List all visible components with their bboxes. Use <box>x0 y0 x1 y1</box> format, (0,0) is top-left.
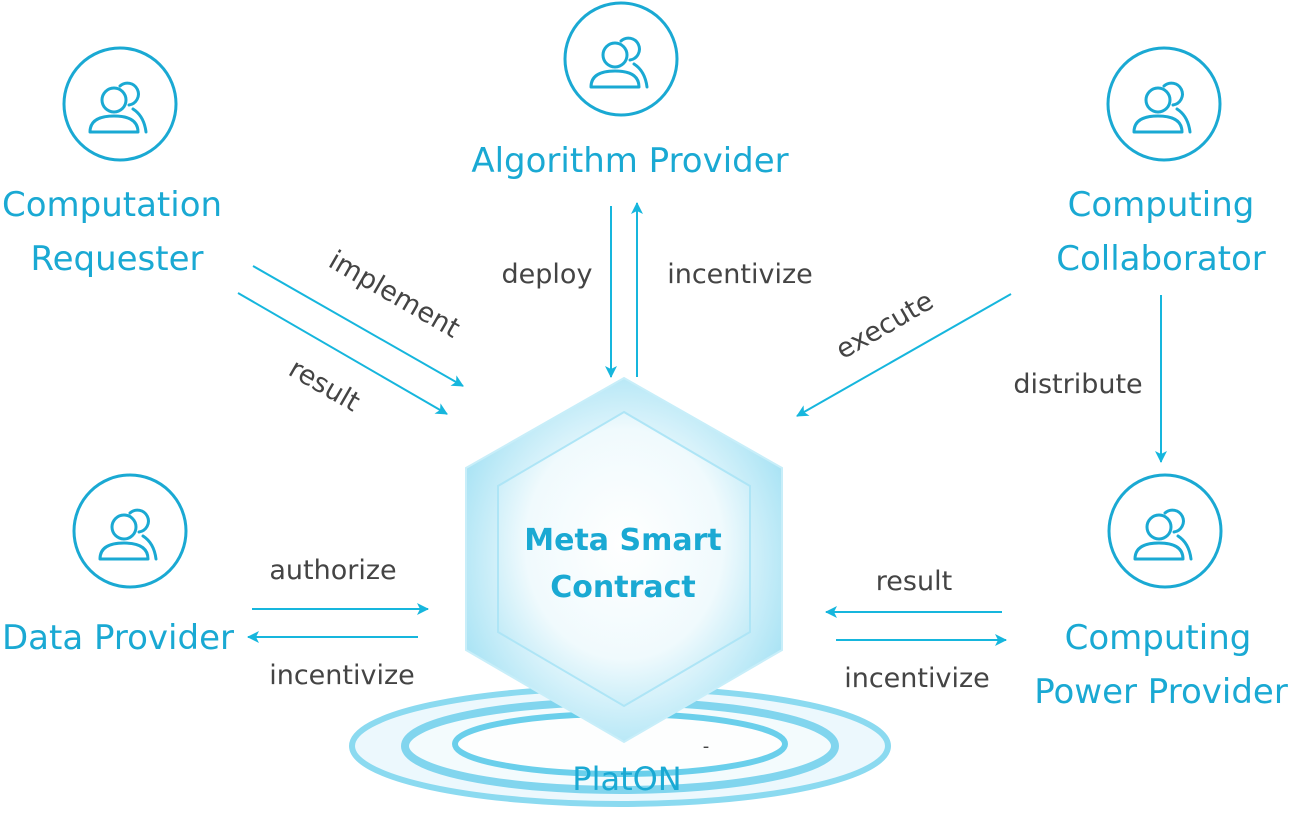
data-provider-user-icon <box>72 473 188 589</box>
result-label-requester: result <box>283 353 365 418</box>
icon-ring <box>1106 46 1222 162</box>
icon-front-body <box>98 541 150 561</box>
algorithm-provider-label: Algorithm Provider <box>471 141 788 181</box>
incentivize-label-power: incentivize <box>844 663 990 694</box>
deploy-label: deploy <box>502 259 593 290</box>
incentivize-label-data: incentivize <box>269 660 415 691</box>
icon-ring <box>1107 473 1223 589</box>
icon-back-head <box>1162 81 1184 107</box>
result-label-power: result <box>876 566 952 597</box>
meta-smart-contract-hexagon <box>465 376 783 744</box>
computing-power-provider-user-icon <box>1107 473 1223 589</box>
computing-collaborator-user-icon <box>1106 46 1222 162</box>
icon-front-body <box>589 69 641 89</box>
icon-ring <box>62 46 178 162</box>
icon-back-shoulder <box>1175 107 1192 134</box>
incentivize-label-algorithm: incentivize <box>667 259 813 290</box>
icon-back-shoulder <box>141 534 158 561</box>
center-label-line2: Contract <box>550 570 696 605</box>
computing-collaborator-label-line2: Collaborator <box>1056 239 1266 279</box>
result-arrow-requester <box>237 292 448 415</box>
icon-front-head <box>110 513 138 541</box>
platform-label: PlatON <box>572 760 681 798</box>
computing-collaborator-label-line1: Computing <box>1068 185 1255 225</box>
icon-ring <box>72 473 188 589</box>
data-provider-label: Data Provider <box>2 618 234 658</box>
icon-front-body <box>1133 541 1185 561</box>
computing-power-provider-label-line2: Power Provider <box>1034 672 1288 712</box>
distribute-label: distribute <box>1013 369 1142 400</box>
icon-front-head <box>100 86 128 114</box>
icon-ring <box>563 1 679 117</box>
computation-requester-user-icon <box>62 46 178 162</box>
icon-back-shoulder <box>632 62 649 89</box>
icon-back-shoulder <box>131 107 148 134</box>
computing-power-provider-label-line1: Computing <box>1065 618 1252 658</box>
icon-back-head <box>619 36 641 62</box>
implement-arrow <box>252 265 464 387</box>
execute-arrow <box>796 293 1012 417</box>
icon-front-head <box>1144 86 1172 114</box>
implement-label: implement <box>323 245 465 345</box>
execute-label: execute <box>831 285 939 365</box>
center-label-line1: Meta Smart <box>524 523 721 558</box>
icon-back-head <box>128 508 150 534</box>
icon-front-head <box>601 41 629 69</box>
computation-requester-label-line1: Computation <box>2 185 222 225</box>
icon-back-head <box>1163 508 1185 534</box>
icon-front-body <box>88 114 140 134</box>
icon-back-head <box>118 81 140 107</box>
icon-front-body <box>1132 114 1184 134</box>
icon-front-head <box>1145 513 1173 541</box>
platform-rings <box>349 685 891 807</box>
authorize-label: authorize <box>269 555 396 586</box>
icon-back-shoulder <box>1176 534 1193 561</box>
algorithm-provider-user-icon <box>563 1 679 117</box>
computation-requester-label-line2: Requester <box>30 239 203 279</box>
platform-mark: - <box>703 736 710 757</box>
